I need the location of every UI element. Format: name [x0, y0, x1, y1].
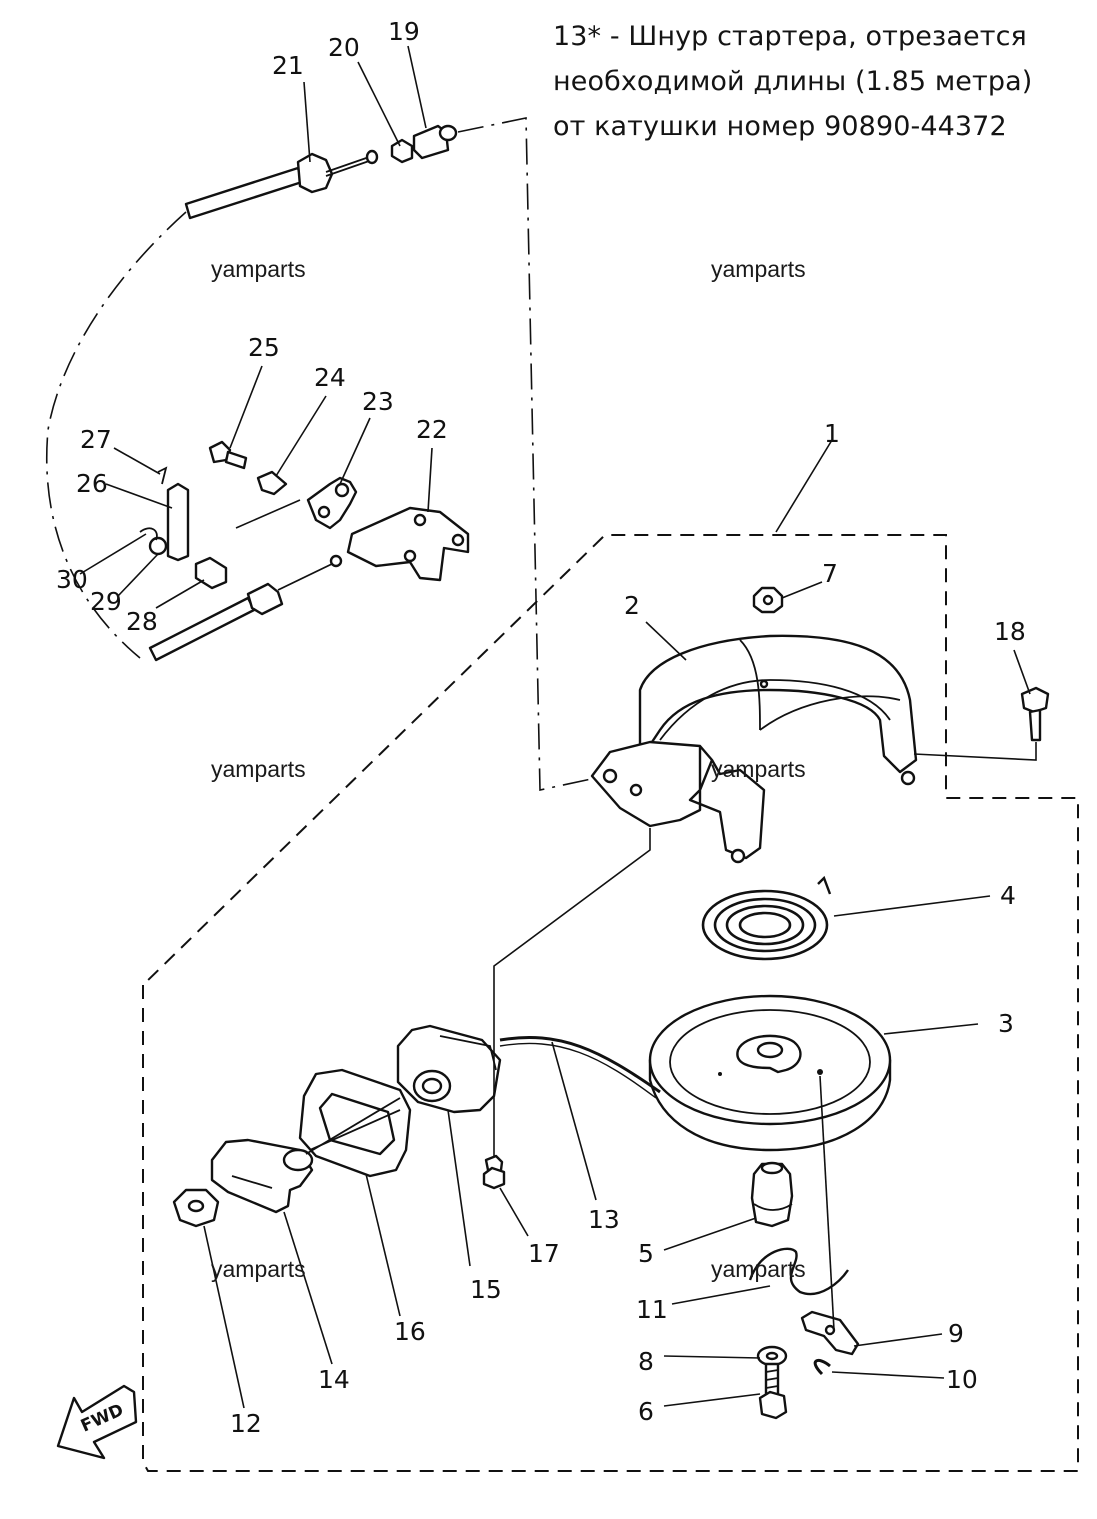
- callout-26: 26: [76, 469, 108, 498]
- callout-24: 24: [314, 363, 346, 392]
- callout-4: 4: [1000, 881, 1016, 910]
- callout-28: 28: [126, 607, 158, 636]
- part-bolt-6: [758, 1362, 788, 1420]
- callout-12: 12: [230, 1409, 262, 1438]
- callout-19: 19: [388, 17, 420, 46]
- callout-13: 13: [588, 1205, 620, 1234]
- part-cable-upper: [184, 124, 458, 220]
- callout-23: 23: [362, 387, 394, 416]
- part-bolt-18: [1020, 686, 1050, 742]
- callout-1: 1: [824, 419, 840, 448]
- callout-22: 22: [416, 415, 448, 444]
- part-nut-7: [752, 586, 784, 614]
- cable-routing-lines: [45, 117, 597, 791]
- part-starter-handle: [210, 1097, 401, 1214]
- part-drum-pulley: [648, 994, 892, 1152]
- assembly-boundary: [142, 534, 1079, 1472]
- callout-15: 15: [470, 1275, 502, 1304]
- part-rope-stopper: [172, 1188, 220, 1228]
- callout-21: 21: [272, 51, 304, 80]
- callout-25: 25: [248, 333, 280, 362]
- fwd-direction-arrow: FWD: [56, 1384, 138, 1460]
- part-linkage-group: [139, 440, 470, 662]
- part-clip-10: [813, 1358, 831, 1376]
- callout-20: 20: [328, 33, 360, 62]
- part-starter-housing: [590, 634, 918, 864]
- rope-note-line-1: 13* - Шнур стартера, отрезается: [553, 21, 1027, 52]
- part-spacer-5: [750, 1161, 794, 1228]
- callout-7: 7: [822, 559, 838, 588]
- callout-27: 27: [80, 425, 112, 454]
- part-bolt-17: [482, 1154, 506, 1190]
- watermark: yamparts: [711, 256, 806, 282]
- callout-3: 3: [998, 1009, 1014, 1038]
- callout-numbers: 21 20 19 25 24 23 22 27 26 30 29 28 1 2 …: [56, 17, 1026, 1438]
- callout-30: 30: [56, 565, 88, 594]
- watermark: yamparts: [211, 1256, 306, 1282]
- callout-14: 14: [318, 1365, 350, 1394]
- watermark: yamparts: [211, 756, 306, 782]
- part-spiral-spring: [701, 875, 832, 961]
- callout-10: 10: [946, 1365, 978, 1394]
- part-rope-guide: [396, 1024, 502, 1114]
- callout-8: 8: [638, 1347, 654, 1376]
- callout-9: 9: [948, 1319, 964, 1348]
- callout-29: 29: [90, 587, 122, 616]
- watermark: yamparts: [711, 756, 806, 782]
- watermark: yamparts: [711, 1256, 806, 1282]
- callout-5: 5: [638, 1239, 654, 1268]
- callout-11: 11: [636, 1295, 668, 1324]
- part-washer-8: [756, 1345, 788, 1367]
- callout-2: 2: [624, 591, 640, 620]
- rope-note-line-2: необходимой длины (1.85 метра): [553, 66, 1033, 97]
- part-pawl-9: [800, 1310, 860, 1356]
- part-starter-rope: [499, 1036, 661, 1099]
- rope-note: 13* - Шнур стартера, отрезается необходи…: [553, 14, 1093, 149]
- rope-note-line-3: от катушки номер 90890-44372: [553, 111, 1007, 142]
- part-spring-11: [748, 1247, 849, 1296]
- watermark: yamparts: [211, 256, 306, 282]
- callout-16: 16: [394, 1317, 426, 1346]
- part-grommet: [298, 1068, 412, 1178]
- callout-6: 6: [638, 1397, 654, 1426]
- callout-18: 18: [994, 617, 1026, 646]
- callout-17: 17: [528, 1239, 560, 1268]
- leader-lines: [79, 45, 1037, 1409]
